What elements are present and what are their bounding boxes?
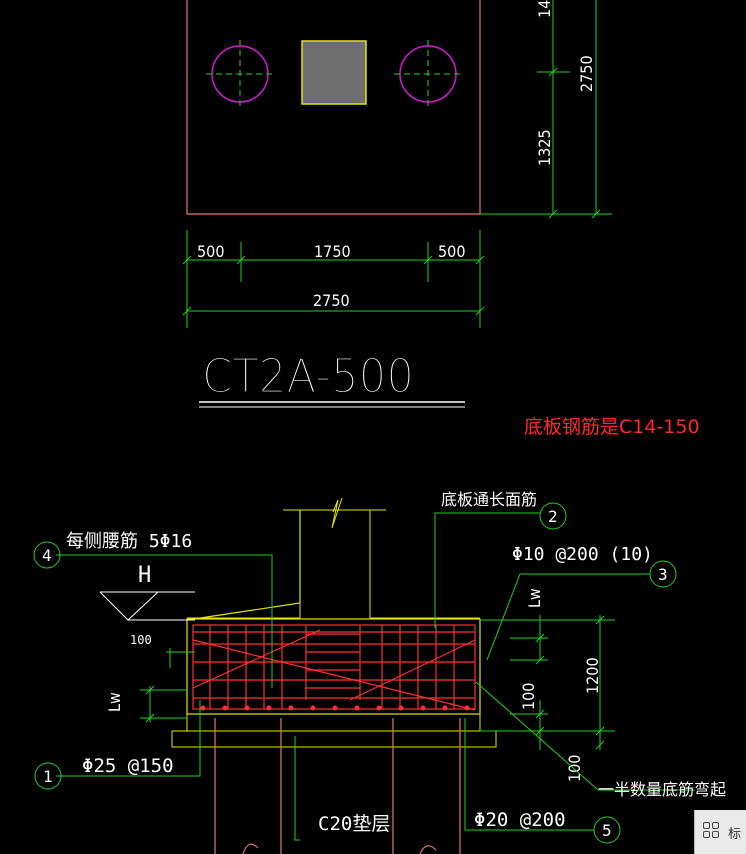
svg-text:3: 3: [658, 565, 668, 584]
column-square: [301, 40, 367, 105]
plan-view: 500 1750 500 2750 14 2750 1325: [182, 0, 612, 328]
dim-14-right: 14: [535, 0, 554, 18]
cap-section: [186, 618, 481, 715]
status-label: 标: [728, 827, 742, 842]
callout-1: 1: [34, 762, 62, 790]
cap-outline: [186, 0, 481, 215]
plan-dimension-right: [480, 0, 612, 219]
section-view: H 100 Lw: [33, 490, 726, 854]
dim-100-diag: 100: [565, 755, 584, 782]
svg-text:4: 4: [42, 546, 52, 565]
dim-1325-right: 1325: [535, 129, 554, 166]
callout-4: 4: [33, 541, 61, 569]
grid-icon: [703, 822, 721, 840]
label-cushion: C20垫层: [318, 813, 390, 835]
level-label-H: H: [138, 563, 151, 588]
pile-right: [392, 718, 461, 854]
label-pile-bar: Φ20 @200: [474, 809, 566, 831]
dim-1750: 1750: [314, 242, 351, 261]
label-waist-bar: 每侧腰筋 5Φ16: [66, 531, 192, 552]
dim-lw-right: Lw: [525, 588, 544, 608]
svg-text:5: 5: [602, 821, 612, 840]
drawing-title: CT2A-500: [199, 348, 465, 408]
callout-3: 3: [649, 560, 677, 588]
rebar-cage: [192, 624, 476, 711]
rebar-dots: [200, 705, 470, 711]
label-stirrup: Φ10 @200 (10): [512, 544, 653, 565]
pile-hole-left: [206, 40, 274, 108]
dim-2750-right: 2750: [577, 55, 596, 92]
pile-left: [214, 718, 282, 854]
level-mark: [99, 591, 195, 621]
dim-500-left: 500: [197, 242, 224, 261]
dim-500-right: 500: [438, 242, 465, 261]
plan-dimension-bottom: [182, 230, 485, 328]
left-dimensions: [140, 648, 195, 723]
title-text: CT2A-500: [202, 349, 414, 403]
leader-lines: [56, 512, 695, 841]
section-column-outline: [186, 510, 301, 621]
label-bottom-bar: Φ25 @150: [82, 755, 174, 777]
label-top-bar: 底板通长面筋: [441, 490, 537, 509]
svg-text:1: 1: [43, 767, 53, 786]
callout-5: 5: [593, 816, 621, 844]
dim-lw-left: Lw: [105, 692, 124, 712]
callout-2: 2: [539, 502, 567, 530]
cushion-layer: [171, 730, 497, 748]
status-bar-button[interactable]: 标: [694, 810, 746, 854]
dim-100-right: 100: [519, 683, 538, 710]
label-bend: 一半数量底筋弯起: [598, 780, 726, 799]
rebar-note: 底板钢筋是C14-150: [524, 416, 700, 438]
pile-hole-right: [394, 40, 462, 108]
dim-100-left: 100: [130, 633, 152, 647]
dim-2750-bottom: 2750: [313, 291, 350, 310]
svg-text:2: 2: [548, 507, 558, 526]
dim-1200: 1200: [583, 657, 602, 694]
